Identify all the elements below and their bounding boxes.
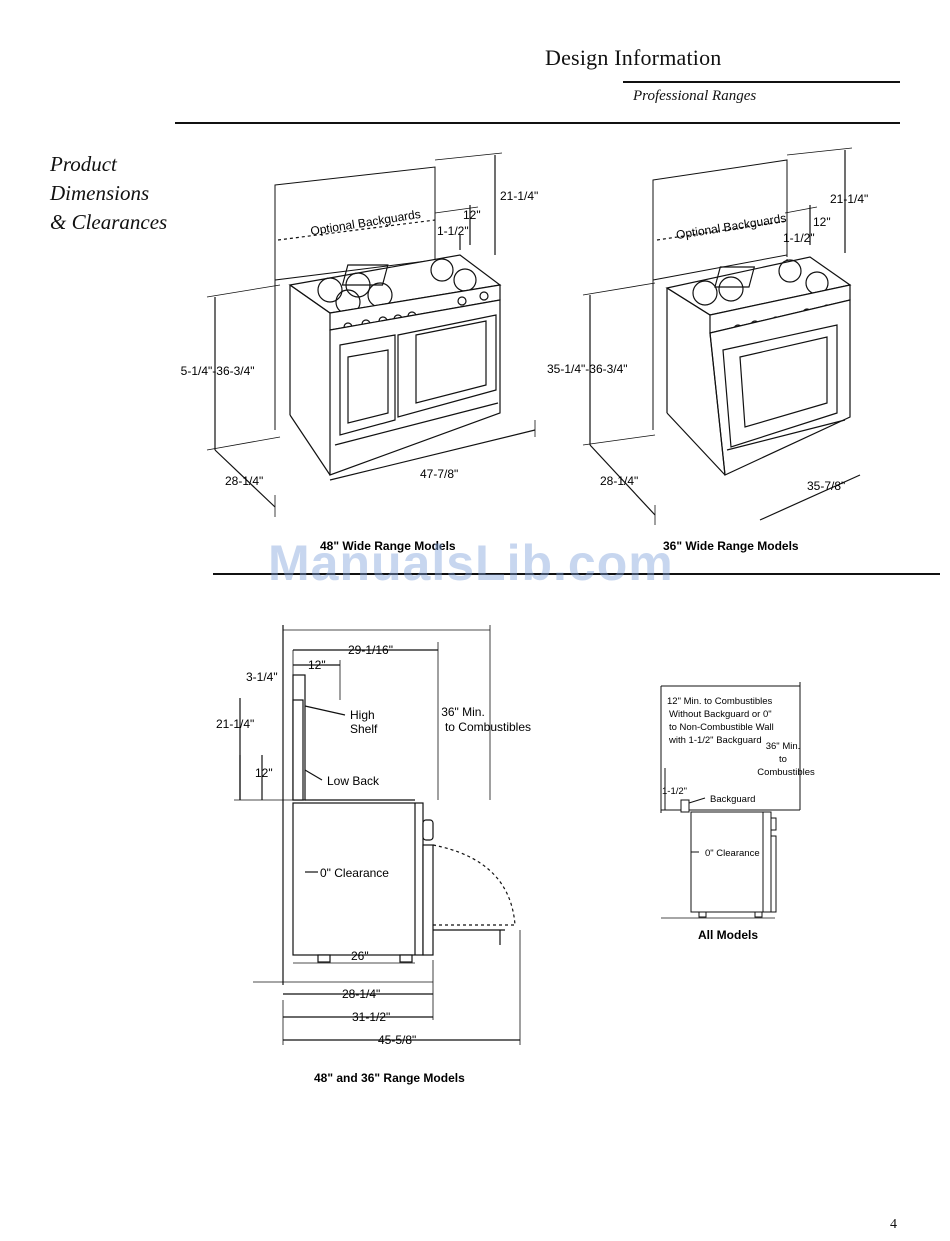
side-dim-26: 26" bbox=[351, 949, 369, 963]
side-dim-31-1-2: 31-1/2" bbox=[352, 1010, 390, 1024]
small-note-line3: to Non-Combustible Wall bbox=[669, 722, 774, 733]
section-title-line-1: Product bbox=[50, 152, 117, 176]
side-clearance-diagram: 29-1/16" 12" 3-1/4" 21-1/4" 12" High She… bbox=[216, 625, 531, 1085]
section-title: Product Dimensions & Clearances bbox=[50, 150, 167, 237]
side-high-shelf-line2: Shelf bbox=[350, 722, 378, 736]
range-36-caption: 36" Wide Range Models bbox=[663, 539, 799, 553]
range-36-dim-12: 12" bbox=[813, 215, 831, 229]
range-36-depth: 28-1/4" bbox=[600, 474, 638, 488]
range-36-height: 35-1/4"-36-3/4" bbox=[547, 362, 628, 376]
small-note-line1: 12" Min. to Combustibles bbox=[667, 696, 773, 707]
small-36-min-line1: 36" Min. bbox=[766, 741, 801, 752]
small-dim-1-1-2: 1-1/2" bbox=[662, 786, 687, 797]
side-36-min-line2: to Combustibles bbox=[445, 720, 531, 734]
range-48-height: 35-1/4"-36-3/4" bbox=[180, 364, 255, 378]
small-caption: All Models bbox=[698, 928, 758, 942]
side-low-back-label: Low Back bbox=[327, 774, 380, 788]
side-dim-29-1-16: 29-1/16" bbox=[348, 643, 393, 657]
side-dim-3-1-4: 3-1/4" bbox=[246, 670, 278, 684]
side-dim-12: 12" bbox=[308, 658, 326, 672]
range-48-dim-1-1-2: 1-1/2" bbox=[437, 224, 469, 238]
side-dim-21-1-4: 21-1/4" bbox=[216, 717, 254, 731]
side-dim-45-5-8: 45-5/8" bbox=[378, 1033, 416, 1047]
all-models-diagram: 12" Min. to Combustibles Without Backgua… bbox=[660, 682, 815, 942]
range-48-width: 47-7/8" bbox=[420, 467, 458, 481]
range-48-diagram: Optional Backguards 21-1/4" 12" 1-1/2" 3… bbox=[180, 152, 538, 553]
small-note-line2: Without Backguard or 0" bbox=[669, 709, 772, 720]
range-36-diagram: Optional Backguards 21-1/4" 12" 1-1/2" 3… bbox=[547, 147, 868, 553]
page-number: 4 bbox=[890, 1217, 897, 1232]
small-36-min-line3: Combustibles bbox=[757, 767, 815, 778]
range-36-dim-1-1-2: 1-1/2" bbox=[783, 231, 815, 245]
small-backguard-label: Backguard bbox=[710, 794, 755, 805]
section-title-line-2: Dimensions bbox=[50, 181, 150, 205]
header-rule-long bbox=[175, 122, 900, 124]
side-36-min-line1: 36" Min. bbox=[441, 705, 485, 719]
header-subtitle: Professional Ranges bbox=[633, 88, 757, 104]
small-36-min-line2: to bbox=[779, 754, 787, 765]
small-note-line4: with 1-1/2" Backguard bbox=[668, 735, 762, 746]
range-36-width: 35-7/8" bbox=[807, 479, 845, 493]
section-divider bbox=[213, 573, 940, 575]
watermark: ManualsLib.com bbox=[268, 535, 674, 591]
small-zero-clearance: 0" Clearance bbox=[705, 848, 760, 859]
header-rule-short bbox=[623, 81, 900, 83]
side-high-shelf-line1: High bbox=[350, 708, 375, 722]
side-zero-clearance: 0" Clearance bbox=[320, 866, 389, 880]
range-48-depth: 28-1/4" bbox=[225, 474, 263, 488]
side-dim-12-low: 12" bbox=[255, 766, 273, 780]
range-36-dim-21-1-4: 21-1/4" bbox=[830, 192, 868, 206]
range-48-backguard-label: Optional Backguards bbox=[309, 207, 421, 238]
header-title: Design Information bbox=[545, 45, 722, 70]
range-48-dim-21-1-4: 21-1/4" bbox=[500, 189, 538, 203]
side-caption: 48" and 36" Range Models bbox=[314, 1071, 465, 1085]
section-title-line-3: & Clearances bbox=[50, 210, 168, 234]
range-48-dim-12: 12" bbox=[463, 208, 481, 222]
range-48-caption: 48" Wide Range Models bbox=[320, 539, 456, 553]
range-36-backguard-label: Optional Backguards bbox=[675, 211, 787, 242]
side-dim-28-1-4: 28-1/4" bbox=[342, 987, 380, 1001]
